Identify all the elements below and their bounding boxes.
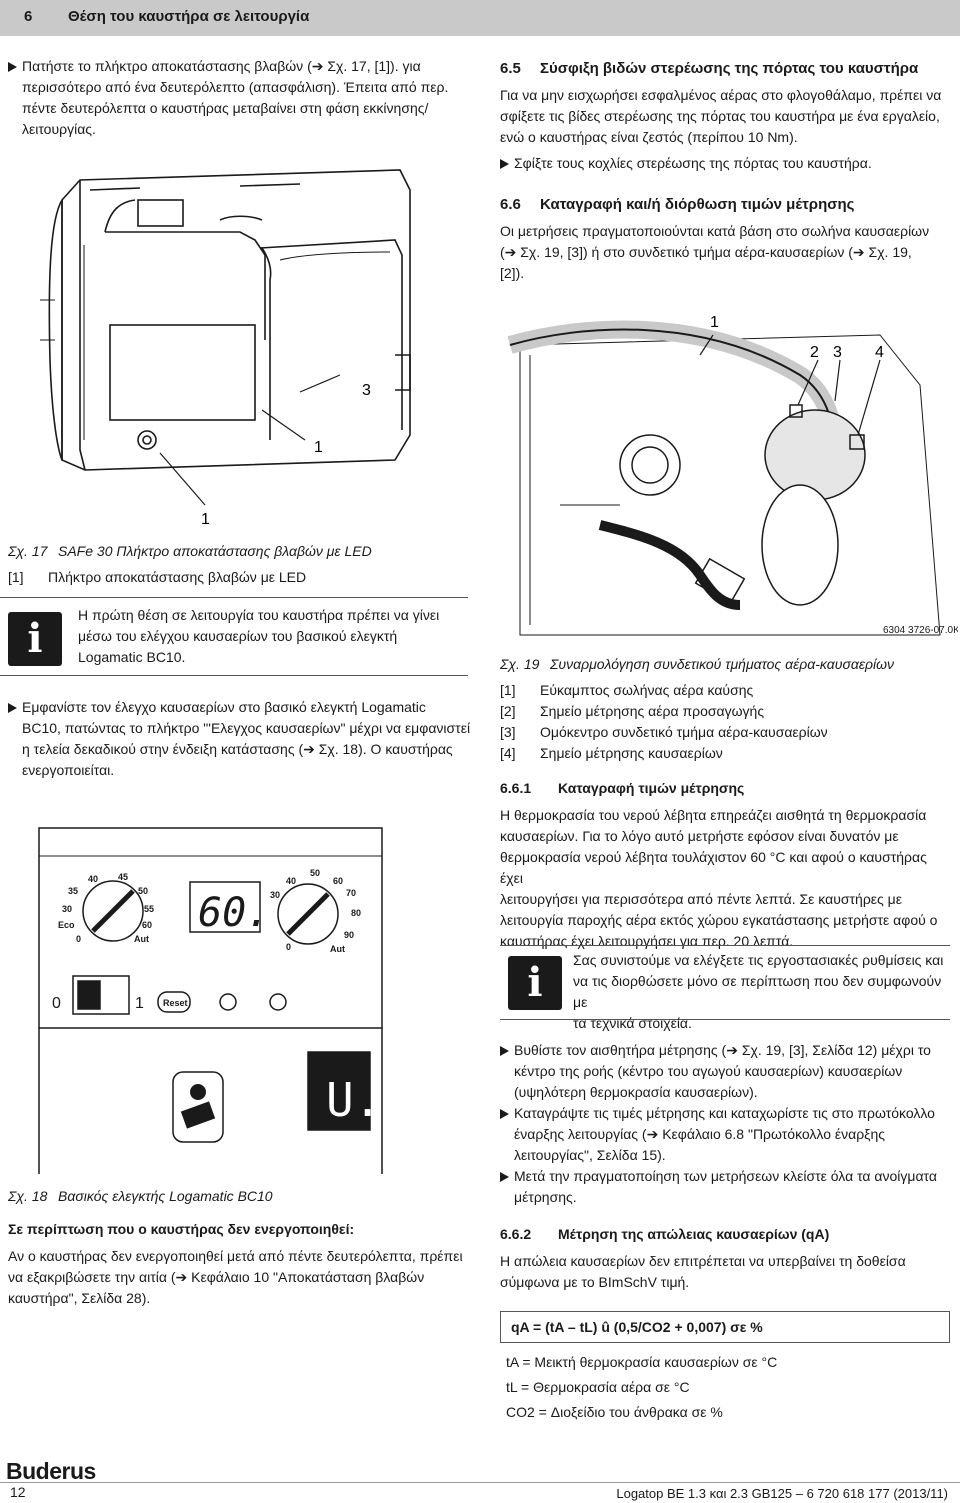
- brand-logo: Buderus: [6, 1458, 96, 1484]
- chapter-number: 6: [24, 8, 33, 25]
- info-box-left: i Η πρώτη θέση σε λειτουργία του καυστήρ…: [0, 597, 468, 676]
- reset-label: Reset: [163, 998, 188, 1008]
- figure-17-burner-drawing: 3 1 1: [40, 169, 411, 528]
- formula-definitions: tA = Μεικτή θερμοκρασία καυσαερίων σε °C…: [506, 1354, 778, 1420]
- fig19-code: 6304 3726-07.0K: [883, 625, 958, 636]
- left-intro: Πατήστε το πλήκτρο αποκατάστασης βλαβών …: [8, 56, 478, 140]
- fig17-callout-3: 3: [362, 382, 371, 399]
- status-display: 60.: [198, 890, 270, 936]
- svg-text:Aut: Aut: [134, 934, 149, 944]
- figure-19-flue-connection: 1 2 3 4 6304 3726-07.0K: [507, 314, 958, 636]
- fig19-callout-2: 2: [810, 344, 819, 361]
- chapter-title: Θέση του καυστήρα σε λειτουργία: [68, 8, 310, 25]
- page-number: 12: [10, 1484, 26, 1500]
- svg-text:30: 30: [62, 904, 72, 914]
- svg-text:55: 55: [144, 904, 154, 914]
- info-icon: i: [8, 612, 62, 666]
- left-sub: Σε περίπτωση που ο καυστήρας δεν ενεργοπ…: [8, 1221, 463, 1306]
- svg-text:40: 40: [286, 876, 296, 886]
- fig19-callout-1: 1: [710, 314, 719, 331]
- svg-text:U.: U.: [326, 1073, 381, 1127]
- svg-text:90: 90: [344, 930, 354, 940]
- fig17-callout-1b: 1: [201, 511, 210, 528]
- svg-text:35: 35: [68, 886, 78, 896]
- left-step: Εμφανίστε τον έλεγχο καυσαερίων στο βασι…: [8, 697, 478, 781]
- fig17-legend: [1]Πλήκτρο αποκατάστασης βλαβών με LED: [8, 569, 307, 585]
- right-bullets: Βυθίστε τον αισθητήρα μέτρησης (➔ Σχ. 19…: [500, 1040, 955, 1208]
- svg-text:40: 40: [88, 874, 98, 884]
- fig19-callout-3: 3: [833, 344, 842, 361]
- svg-text:80: 80: [351, 908, 361, 918]
- info-box-right: i Σας συνιστούμε να ελέγξετε τις εργοστα…: [500, 945, 950, 1031]
- document-reference: Logatop BE 1.3 και 2.3 GB125 – 6 720 618…: [616, 1486, 948, 1501]
- svg-text:0: 0: [286, 942, 291, 952]
- figure-18-bc10-controller: 40 45 35 50 30 55 Eco 60 0 Aut 50 40 60 …: [38, 827, 383, 1174]
- svg-text:50: 50: [310, 868, 320, 878]
- info-icon: i: [508, 956, 562, 1010]
- svg-text:50: 50: [138, 886, 148, 896]
- svg-text:70: 70: [346, 888, 356, 898]
- page-header: 6 Θέση του καυστήρα σε λειτουργία: [0, 0, 960, 36]
- formula-box: qA = (tA – tL) û (0,5/CO2 + 0,007) σε %: [500, 1311, 950, 1343]
- svg-text:0: 0: [76, 934, 81, 944]
- footer-divider: [0, 1482, 960, 1483]
- svg-text:60: 60: [142, 920, 152, 930]
- svg-text:60: 60: [333, 876, 343, 886]
- fig19-legend: [1]Εύκαμπτος σωλήνας αέρα καύσης [2]Σημε…: [500, 682, 828, 761]
- fig19-callout-4: 4: [875, 344, 884, 361]
- svg-text:30: 30: [270, 890, 280, 900]
- fig17-callout-1a: 1: [314, 439, 323, 456]
- svg-text:Eco: Eco: [58, 920, 75, 930]
- svg-text:Aut: Aut: [330, 944, 345, 954]
- svg-text:45: 45: [118, 872, 128, 882]
- svg-text:0: 0: [52, 995, 61, 1012]
- svg-text:1: 1: [135, 995, 144, 1012]
